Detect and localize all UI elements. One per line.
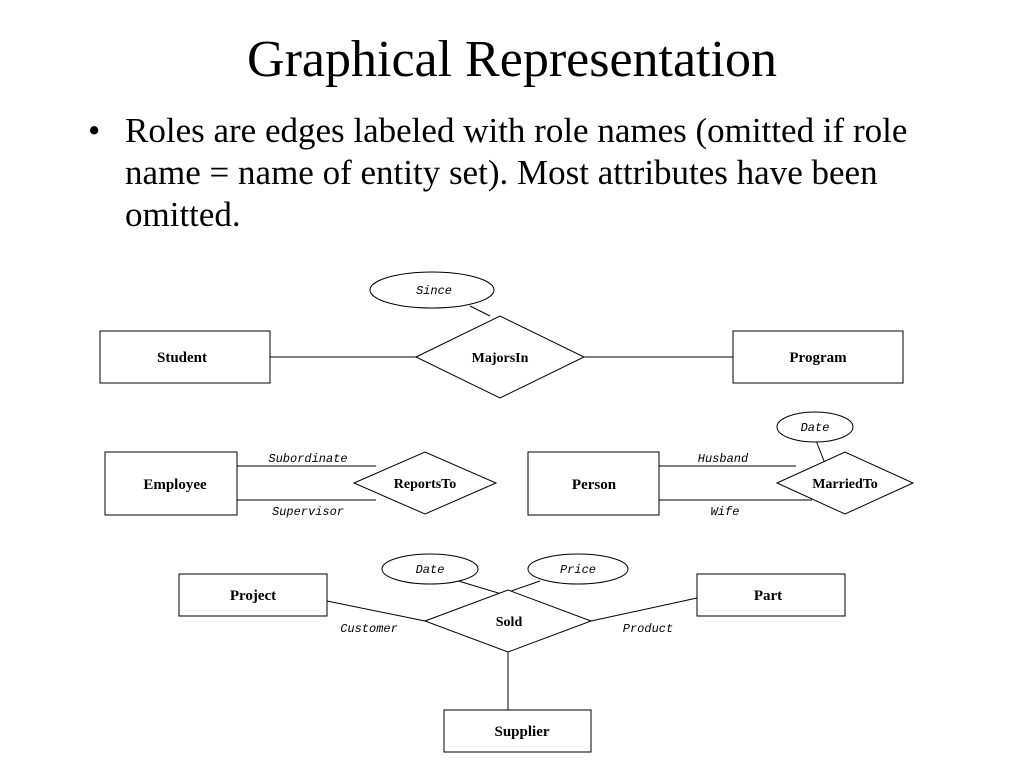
attribute-date-sold-shape xyxy=(381,553,479,585)
relationship-marriedto-label: MarriedTo xyxy=(812,477,878,492)
attribute-price-shape xyxy=(527,553,629,585)
relationship-majorsin-label: MajorsIn xyxy=(472,351,529,366)
relationship-reportsto-label: ReportsTo xyxy=(394,477,457,492)
entity-project-label: Project xyxy=(230,588,276,604)
edge-product xyxy=(590,597,698,622)
attribute-date-sold-label: Date xyxy=(416,563,445,577)
edge-since-majorsin xyxy=(469,305,491,317)
entity-supplier-box xyxy=(443,709,592,753)
edge-customer xyxy=(326,600,426,622)
role-product-label: Product xyxy=(623,622,673,636)
slide-title: Graphical Representation xyxy=(247,31,777,88)
entity-employee-box xyxy=(104,451,238,516)
role-subordinate-label: Subordinate xyxy=(268,452,347,466)
bullet-text: Roles are edges labeled with role names … xyxy=(125,111,908,234)
entity-program-label: Program xyxy=(789,350,847,366)
attribute-date-married-shape xyxy=(776,411,854,443)
entity-student-box xyxy=(99,330,271,384)
entity-program-box xyxy=(732,330,904,384)
entity-person-label: Person xyxy=(572,477,617,493)
entity-person-box xyxy=(527,451,660,516)
attribute-price-label: Price xyxy=(560,563,596,577)
entity-part-label: Part xyxy=(754,588,782,604)
entity-supplier-label: Supplier xyxy=(494,724,549,740)
role-husband-label: Husband xyxy=(698,452,749,466)
attribute-since-shape xyxy=(369,271,495,309)
relationship-majorsin-shape xyxy=(414,315,586,399)
entity-student-label: Student xyxy=(157,350,207,366)
entity-part-box xyxy=(696,573,846,617)
entity-employee-label: Employee xyxy=(143,477,207,493)
relationship-reportsto-shape xyxy=(352,451,498,515)
relationship-sold-label: Sold xyxy=(496,615,523,630)
role-wife-label: Wife xyxy=(711,505,740,519)
attribute-date-married-label: Date xyxy=(801,421,830,435)
relationship-sold-shape xyxy=(423,589,593,653)
bullet-marker: • xyxy=(88,111,101,150)
entity-project-box xyxy=(178,573,328,617)
role-customer-label: Customer xyxy=(340,622,398,636)
role-supervisor-label: Supervisor xyxy=(272,505,344,519)
attribute-since-label: Since xyxy=(416,284,452,298)
relationship-marriedto-shape xyxy=(775,451,915,515)
